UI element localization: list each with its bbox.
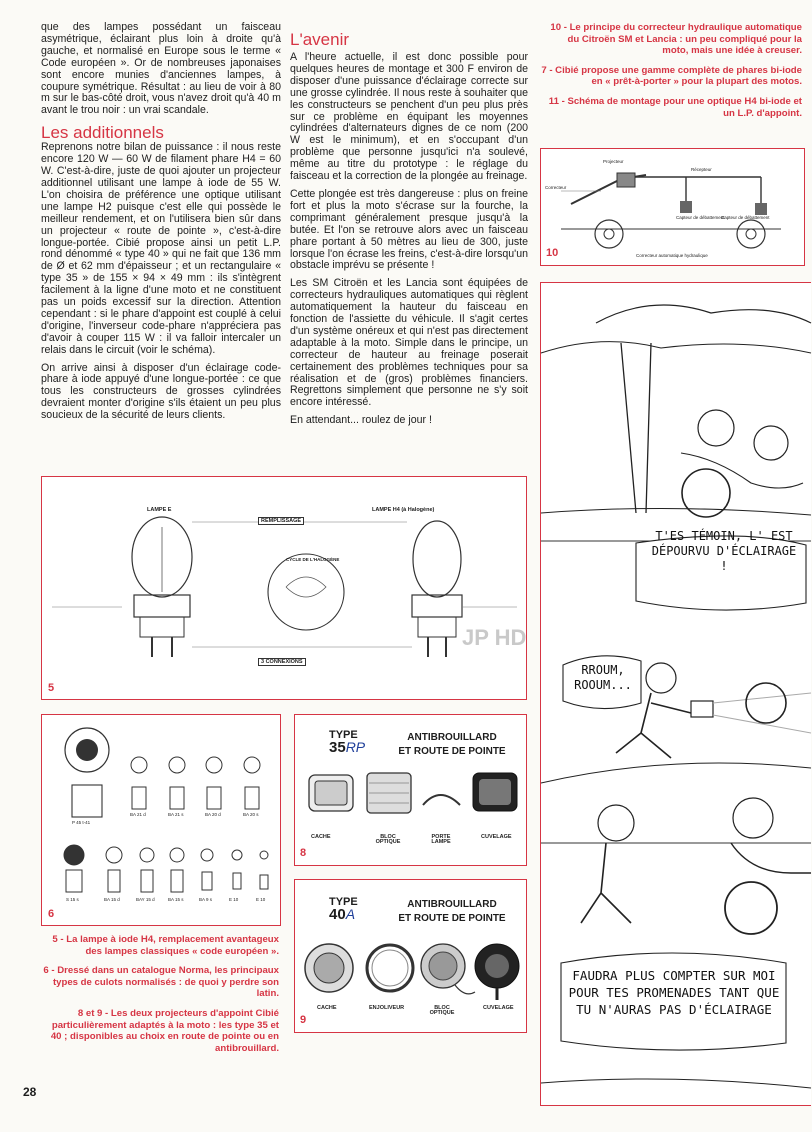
type-title: ANTIBROUILLARD ET ROUTE DE POINTE [398,899,506,924]
caption: 6 - Dressé dans un catalogue Norma, les … [43,965,279,1000]
speech-bubble: RROUM, ROOUM... [574,663,632,692]
connexions-label: 3 CONNEXIONS [258,658,306,666]
speech-bubble: T'ES TÉMOIN, L' EST DÉPOURVU D'ÉCLAIRAGE… [651,529,797,573]
captions-bottom: 5 - La lampe à iode H4, remplacement ava… [41,934,279,1062]
figure-number: 9 [300,1014,307,1026]
paragraph: On arrive ainsi à disposer d'un éclairag… [41,361,281,422]
figure-number: 5 [48,682,55,694]
type-number: 35RP [329,739,366,756]
part-label: CUVELAGE [481,834,512,840]
figure-6: P 45 t-41 BA 21 d BA 21 s BA 20 d BA 20 … [41,714,281,926]
captions-top: 10 - Le principe du correcteur hydrauliq… [540,22,802,127]
part-label: CACHE [311,834,331,840]
paragraph: Cette plongée est très dangereuse : plus… [290,187,528,272]
part-label: CACHE [317,1005,337,1011]
lamp-h4-label: LAMPE H4 (à Halogène) [372,507,435,513]
figure-number: 10 [546,247,559,259]
figure-number: 6 [48,908,55,920]
part-label: CUVELAGE [483,1005,514,1011]
figure-8: TYPE 35RP ANTIBROUILLARD ET ROUTE DE POI… [294,714,527,866]
middle-column: L'avenir A l'heure actuelle, il est donc… [290,30,528,433]
section-heading: L'avenir [290,30,350,49]
sockets-drawing [63,727,269,893]
cartoon-drawing [540,304,812,1089]
watermark: JP HD [462,625,527,650]
type-35-parts [308,772,518,814]
corrector-diagram [561,172,781,249]
figure-9: TYPE 40A ANTIBROUILLARD ET ROUTE DE POIN… [294,879,527,1033]
type-40-parts [304,943,520,1000]
paragraph: Les SM Citroën et les Lancia sont équipé… [290,277,528,409]
part-label: BLOC OPTIQUE [429,1005,455,1016]
paragraph: Reprenons notre bilan de puissance : il … [41,141,281,356]
caption: 8 et 9 - Les deux projecteurs d'appoint … [50,1007,279,1054]
type-title: ANTIBROUILLARD ET ROUTE DE POINTE [398,732,506,757]
figure-number: 8 [300,847,307,859]
figure-5: LAMPE E LAMPE H4 (à Halogène) REMPLISSAG… [41,476,527,700]
remplissage-label: REMPLISSAGE [258,517,305,525]
paragraph: En attendant... roulez de jour ! [290,414,432,427]
left-column: que des lampes possédant un faisceau asy… [41,21,281,428]
figure-10: Projecteur Correcteur Récepteur Capteur … [540,148,805,266]
part-label: ENJOLIVEUR [369,1005,405,1011]
section-heading: Les additionnels [41,123,164,143]
cycle-label: CYCLE DE L'HALOGÈNE [286,557,340,562]
lamp-diagram [52,516,517,657]
lamp-e-label: LAMPE E [147,507,172,513]
speech-bubble: FAUDRA PLUS COMPTER SUR MOI POUR TES PRO… [568,968,780,1017]
paragraph: que des lampes possédant un faisceau asy… [41,21,281,117]
caption: 11 - Schéma de montage pour une optique … [548,95,802,119]
type-label: TYPE [329,729,358,741]
part-label: PORTE LAMPE [431,834,451,845]
type-label: TYPE [329,896,358,908]
page-number: 28 [23,1085,37,1099]
caption: 7 - Cibié propose une gamme complète de … [541,64,802,88]
part-label: BLOC OPTIQUE [375,834,401,845]
caption: 10 - Le principe du correcteur hydrauliq… [550,22,802,57]
paragraph: A l'heure actuelle, il est donc possible… [290,51,528,183]
cartoon-panel: T'ES TÉMOIN, L' EST DÉPOURVU D'ÉCLAIRAGE… [540,282,812,1106]
type-number: 40A [329,906,356,923]
caption: 5 - La lampe à iode H4, remplacement ava… [52,934,279,957]
